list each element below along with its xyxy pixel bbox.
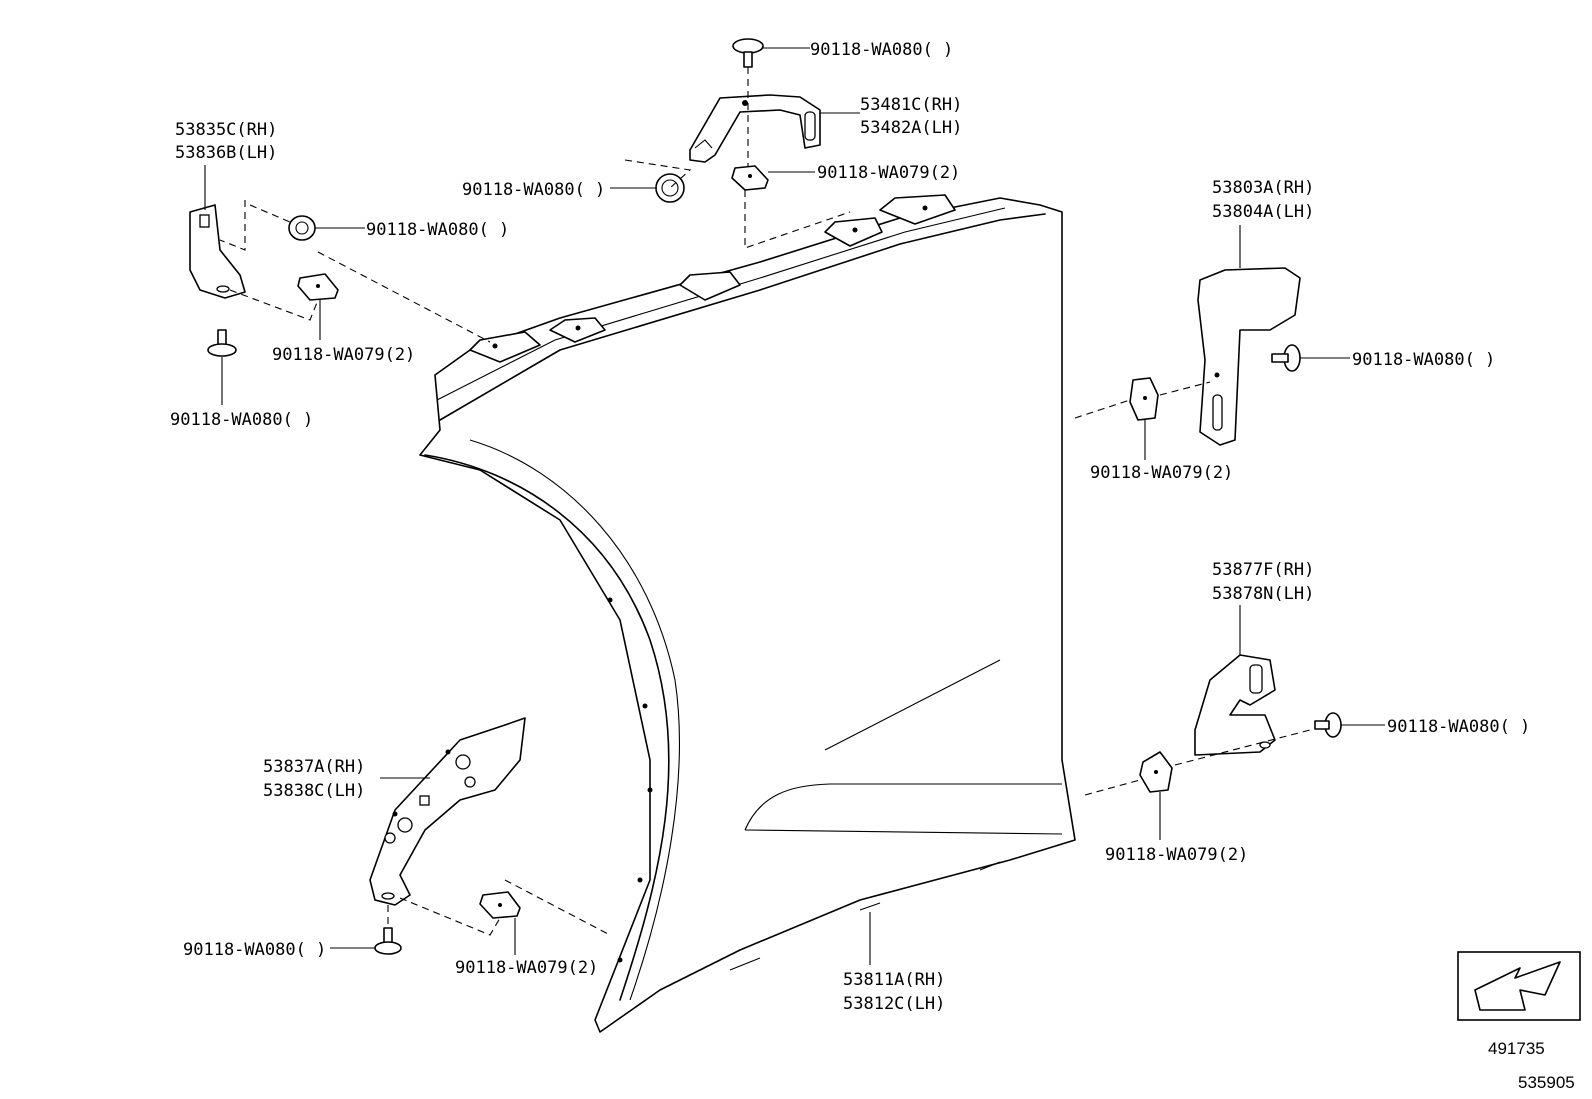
label-clip-left: 90118-WA079(2)	[272, 345, 415, 365]
right-bracket-lower	[1194, 654, 1276, 756]
label-bolt-right-upper: 90118-WA080( )	[1352, 350, 1495, 370]
label-bracket-top-rh: 53481C(RH)	[860, 95, 962, 115]
clip-top-center-icon	[731, 165, 769, 191]
label-bolt-left-bottom: 90118-WA080( )	[170, 410, 313, 430]
nut-left-icon	[288, 215, 316, 241]
front-bracket	[369, 717, 526, 906]
ref-box-number: 491735	[1488, 1039, 1545, 1058]
label-clip-front: 90118-WA079(2)	[455, 958, 598, 978]
label-bolt-right-lower: 90118-WA080( )	[1387, 717, 1530, 737]
reference-box	[1457, 951, 1581, 1021]
nut-top-center-icon	[655, 173, 685, 203]
label-nut-top-center: 90118-WA080( )	[462, 180, 605, 200]
label-bolt-front: 90118-WA080( )	[183, 940, 326, 960]
label-bracket-rlow-lh: 53878N(LH)	[1212, 584, 1314, 604]
arrow-icon	[1474, 961, 1561, 1011]
label-bracket-top-lh: 53482A(LH)	[860, 118, 962, 138]
label-bolt-top: 90118-WA080( )	[810, 40, 953, 60]
clip-right-upper-icon	[1129, 377, 1159, 421]
bolt-top-icon	[732, 38, 764, 68]
label-clip-right-upper: 90118-WA079(2)	[1090, 463, 1233, 483]
clip-left-icon	[297, 273, 339, 301]
label-bracket-rlow-rh: 53877F(RH)	[1212, 560, 1314, 580]
clip-right-lower-icon	[1139, 751, 1173, 793]
label-bracket-front-rh: 53837A(RH)	[263, 757, 365, 777]
label-bracket-right-lh: 53804A(LH)	[1212, 202, 1314, 222]
bolt-right-lower-icon	[1314, 712, 1342, 738]
label-clip-top-center: 90118-WA079(2)	[817, 163, 960, 183]
bolt-left-bottom-icon	[207, 329, 237, 357]
label-fender-lh: 53812C(LH)	[843, 994, 945, 1014]
label-fender-rh: 53811A(RH)	[843, 970, 945, 990]
diagram-number: 535905	[1518, 1073, 1575, 1092]
clip-front-icon	[479, 891, 521, 919]
label-bracket-left-rh: 53835C(RH)	[175, 120, 277, 140]
label-clip-right-lower: 90118-WA079(2)	[1105, 845, 1248, 865]
right-bracket-upper	[1197, 267, 1301, 446]
fender-panel	[419, 194, 1076, 1033]
left-bracket	[189, 204, 246, 299]
label-bolt-left-nut: 90118-WA080( )	[366, 220, 509, 240]
label-bracket-front-lh: 53838C(LH)	[263, 781, 365, 801]
bolt-front-icon	[374, 927, 402, 955]
label-bracket-right-rh: 53803A(RH)	[1212, 178, 1314, 198]
label-bracket-left-lh: 53836B(LH)	[175, 143, 277, 163]
top-bracket	[689, 94, 821, 163]
bolt-right-upper-icon	[1271, 344, 1301, 372]
